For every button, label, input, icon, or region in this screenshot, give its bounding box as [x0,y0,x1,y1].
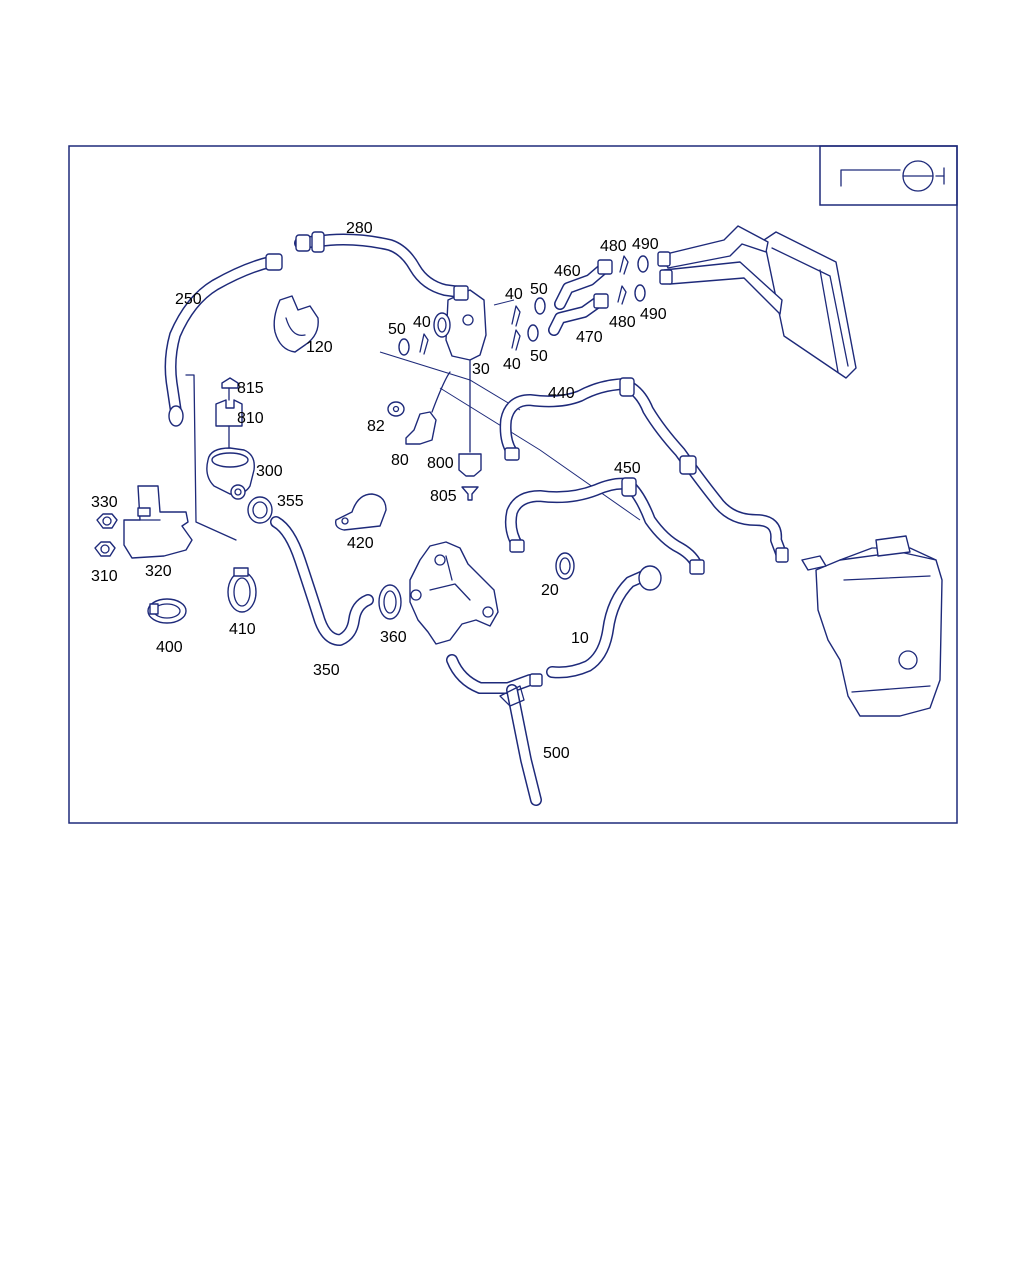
washer-82 [387,401,405,417]
clip-120 [273,295,319,353]
callout-350: 350 [313,662,340,679]
cap-805 [461,486,479,501]
bracket-80 [405,371,451,445]
hose-250 [164,253,283,427]
bracket-320 [123,485,193,559]
pump-300 [185,374,255,541]
pipe-470 [548,293,609,336]
nut-310 [94,541,116,557]
o-ring-490-lower [634,284,646,302]
clip-480-lower [617,285,627,305]
callout-120: 120 [306,339,333,356]
callout-490-lower: 490 [640,306,667,323]
callout-50-left: 50 [388,321,406,338]
callout-800: 800 [427,455,454,472]
expansion-tank [801,535,943,717]
clamp-400 [147,598,187,624]
valve-30 [433,285,487,453]
hose-350 [270,516,374,646]
sensor-800 [458,453,482,477]
callout-450: 450 [614,460,641,477]
clamp-355 [247,496,273,524]
callout-250: 250 [175,291,202,308]
clip-40-lower [511,329,521,351]
callout-20: 20 [541,582,559,599]
clamp-410 [227,567,257,613]
callout-400: 400 [156,639,183,656]
hose-280 [294,231,466,298]
callout-420: 420 [347,535,374,552]
hose-440 [499,377,789,563]
callout-50-lower: 50 [530,348,548,365]
callout-310: 310 [91,568,118,585]
clip-40-upper [511,305,521,327]
callout-460: 460 [554,263,581,280]
guide-line-3 [493,299,515,306]
o-ring-490-upper [637,255,649,273]
bracket-420 [334,493,387,531]
o-ring-50-upper [534,297,546,315]
callout-355: 355 [277,493,304,510]
callout-50-upper: 50 [530,281,548,298]
callout-470: 470 [576,329,603,346]
clip-40-left [419,333,429,355]
heater-core [657,225,857,379]
callout-810: 810 [237,410,264,427]
callout-805: 805 [430,488,457,505]
callout-80: 80 [391,452,409,469]
callout-280: 280 [346,220,373,237]
hose-500 [446,654,543,806]
callout-30: 30 [472,361,490,378]
steering-wheel-icon [819,145,958,206]
clamp-20 [555,552,575,580]
clip-480-upper [619,255,629,275]
hose-450 [504,477,705,575]
coolant-housing [409,541,499,645]
callout-360: 360 [380,629,407,646]
callout-410: 410 [229,621,256,638]
callout-320: 320 [145,563,172,580]
clamp-360 [378,584,402,620]
o-ring-50-lower [527,324,539,342]
callout-480-lower: 480 [609,314,636,331]
hose-10 [546,565,662,679]
callout-815: 815 [237,380,264,397]
callout-40-upper: 40 [505,286,523,303]
callout-40-lower: 40 [503,356,521,373]
o-ring-50-left [398,338,410,356]
callout-490-upper: 490 [632,236,659,253]
callout-330: 330 [91,494,118,511]
callout-labels: 280 250 120 815 810 300 355 330 310 320 … [91,220,667,762]
diagram-frame [68,145,958,824]
callout-82: 82 [367,418,385,435]
callout-480-upper: 480 [600,238,627,255]
callout-10: 10 [571,630,589,647]
callout-300: 300 [256,463,283,480]
callout-440: 440 [548,385,575,402]
guide-line-2 [439,387,641,521]
pipe-460 [554,259,613,310]
callout-500: 500 [543,745,570,762]
callout-40-left: 40 [413,314,431,331]
guide-line [379,351,521,411]
nut-330 [96,513,118,529]
